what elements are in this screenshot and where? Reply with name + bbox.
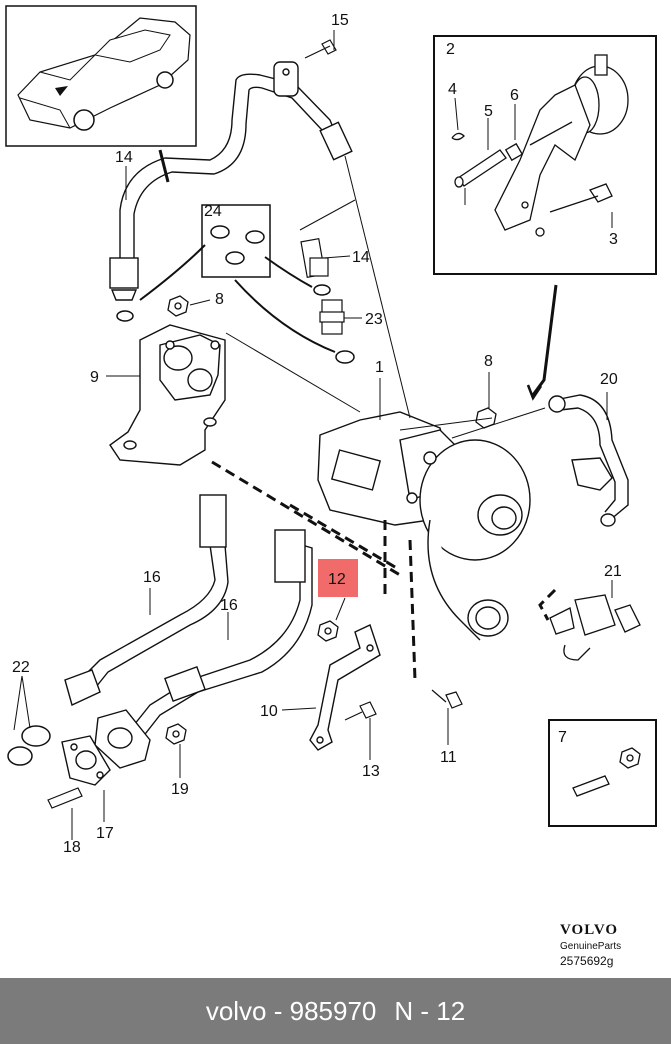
union-fitting-14 <box>300 238 329 278</box>
union-fitting-23 <box>319 299 345 335</box>
inset-leader-lines <box>454 97 613 228</box>
nut-19 <box>165 723 187 745</box>
drawing-code: 2575692g <box>560 954 614 968</box>
callout-15: 15 <box>331 12 349 29</box>
callout-16-right: 16 <box>220 597 238 614</box>
flange-17 <box>61 709 151 786</box>
genuine-parts-label: GenuineParts <box>560 941 622 952</box>
position-label: N - 12 <box>394 995 466 1026</box>
turbocharger <box>317 411 531 641</box>
callout-4: 4 <box>448 81 457 98</box>
car-thumbnail <box>5 5 197 147</box>
o-rings-22 <box>7 725 51 766</box>
bolt-11 <box>431 689 463 709</box>
callout-9: 9 <box>90 369 99 386</box>
clip-pin-parts <box>451 132 613 213</box>
volvo-logo: VOLVO <box>560 922 619 938</box>
stud-18 <box>47 787 83 809</box>
callout-14-right: 14 <box>352 249 370 266</box>
stud-and-nut-7 <box>572 747 641 797</box>
callout-22: 22 <box>12 659 30 676</box>
callout-18: 18 <box>63 839 81 856</box>
nut-12 <box>317 620 339 642</box>
arrows-24 <box>139 244 336 353</box>
callout-6: 6 <box>510 87 519 104</box>
callout-10: 10 <box>260 703 278 720</box>
callout-3: 3 <box>609 231 618 248</box>
callout-24: 24 <box>204 203 222 220</box>
callout-8-right: 8 <box>484 353 493 370</box>
bolt-13 <box>344 701 377 721</box>
callout-17: 17 <box>96 825 114 842</box>
part-number-label: volvo - 985970 <box>205 995 377 1026</box>
callout-20: 20 <box>600 371 618 388</box>
callout-23: 23 <box>365 311 383 328</box>
callout-2: 2 <box>446 41 455 58</box>
washers <box>116 225 355 364</box>
highlight-box-12 <box>318 559 358 597</box>
callout-19: 19 <box>171 781 189 798</box>
oil-feed-pipe <box>109 61 353 301</box>
callout-8-left: 8 <box>215 291 224 308</box>
bracket-10 <box>309 624 381 751</box>
callout-13: 13 <box>362 763 380 780</box>
water-pipe-20 <box>548 394 629 527</box>
callout-16-left: 16 <box>143 569 161 586</box>
callout-1: 1 <box>375 359 384 376</box>
callout-14-left: 14 <box>115 149 133 166</box>
oil-return-hose-16 <box>64 494 313 739</box>
nut-8-left <box>167 295 189 317</box>
callout-12: 12 <box>328 571 346 588</box>
footer-bar: volvo - 985970 N - 12 <box>0 978 671 1044</box>
inset-box-stud-nut <box>548 719 657 827</box>
callout-21: 21 <box>604 563 622 580</box>
volvo-genuine-parts-mark: VOLVO GenuineParts 2575692g <box>560 922 640 968</box>
assembly-dashed-lines <box>211 460 557 681</box>
callout-7: 7 <box>558 729 567 746</box>
bolt-15 <box>304 39 337 59</box>
oil-union-21 <box>549 594 641 661</box>
leader-lines <box>13 30 613 840</box>
callout-5: 5 <box>484 103 493 120</box>
callout-11: 11 <box>440 749 457 766</box>
parts-diagram: 15 2 4 5 6 3 14 24 14 8 23 1 8 20 9 12 1… <box>5 5 657 856</box>
flange-9 <box>109 324 226 466</box>
wastegate-actuator <box>494 54 629 237</box>
